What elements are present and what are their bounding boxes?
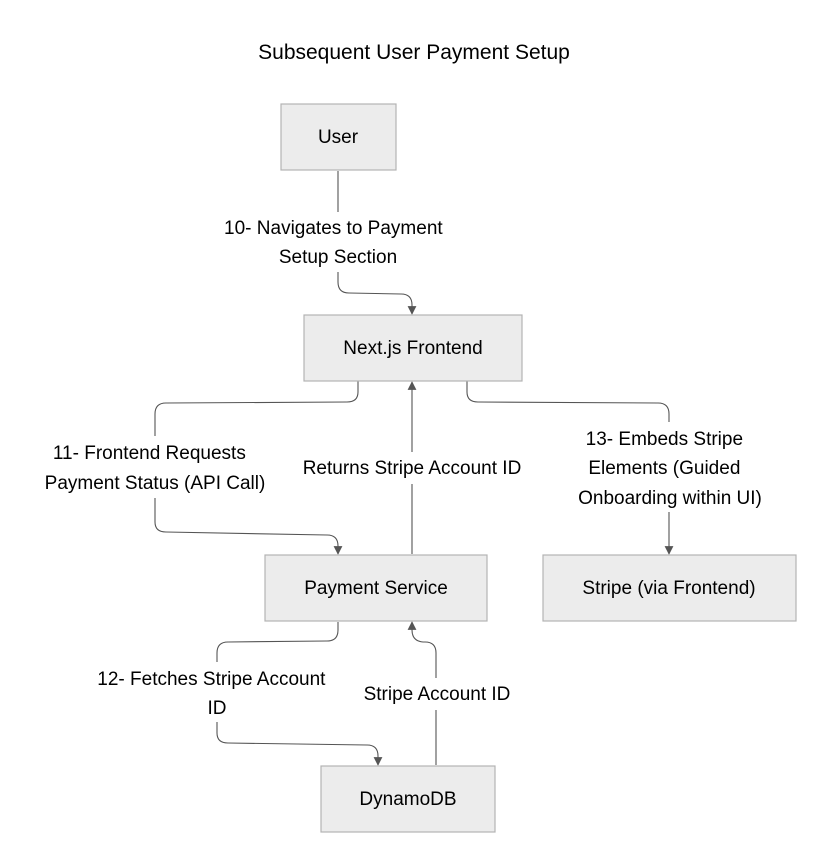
svg-text:13- Embeds Stripe Elemen: 13- Embeds Stripe Elements (Guided Onboa… [578, 429, 762, 509]
edge-user-to-frontend [337, 171, 417, 315]
edge-label-13: 13- Embeds Stripe Elements (Guided Onboa… [570, 422, 768, 512]
edge-label-10-line-2: Setup Section [279, 247, 397, 268]
svg-text:12- Fetches Stripe Account: 12- Fetches Stripe Account ID [97, 669, 330, 719]
edge-label-10: 10- Navigates to Payment Setup Section [218, 212, 456, 272]
svg-text:10- Navigates to Payment: 10- Navigates to Payment Setup Section [224, 218, 448, 268]
svg-text:11- Frontend Requests Pa: 11- Frontend Requests Payment Status (AP… [45, 443, 266, 494]
node-nextjs-frontend: Next.js Frontend [303, 314, 523, 382]
edge-label-11: 11- Frontend Requests Payment Status (AP… [38, 436, 274, 498]
edge-label-returns: Returns Stripe Account ID [296, 452, 530, 484]
edge-label-13-line-3: Onboarding within UI) [578, 488, 762, 509]
node-dynamodb: DynamoDB [320, 765, 496, 833]
node-dynamodb-label: DynamoDB [359, 789, 456, 810]
edge-label-10-line-1: 10- Navigates to Payment [224, 218, 443, 239]
node-stripe-frontend: Stripe (via Frontend) [542, 554, 797, 622]
node-user-label: User [318, 127, 359, 148]
edge-dynamodb-to-payment-service [407, 621, 437, 765]
edge-label-13-line-1: 13- Embeds Stripe [586, 429, 743, 450]
edge-label-returns-line-1: Returns Stripe Account ID [303, 458, 522, 479]
node-stripe-frontend-label: Stripe (via Frontend) [582, 578, 755, 599]
svg-text:Returns Stripe Account ID: Returns Stripe Account ID [303, 458, 522, 479]
node-payment-service: Payment Service [264, 554, 488, 622]
edge-label-stripe-account-id-line-1: Stripe Account ID [364, 684, 511, 705]
node-user: User [280, 103, 397, 171]
svg-text:Stripe Account ID: Stripe Account ID [364, 684, 511, 705]
edge-label-12: 12- Fetches Stripe Account ID [92, 662, 338, 722]
edge-label-11-line-1: 11- Frontend Requests [53, 443, 246, 464]
edge-frontend-to-stripe [466, 381, 674, 555]
node-payment-service-label: Payment Service [304, 578, 448, 599]
edge-label-12-line-1: 12- Fetches Stripe Account [97, 669, 326, 690]
edge-label-12-line-2: ID [208, 698, 227, 719]
edge-label-11-line-2: Payment Status (API Call) [45, 473, 266, 494]
diagram-title: Subsequent User Payment Setup [258, 41, 570, 64]
edge-label-stripe-account-id: Stripe Account ID [357, 678, 517, 710]
node-nextjs-frontend-label: Next.js Frontend [343, 338, 482, 359]
edge-label-13-line-2: Elements (Guided [588, 458, 740, 479]
